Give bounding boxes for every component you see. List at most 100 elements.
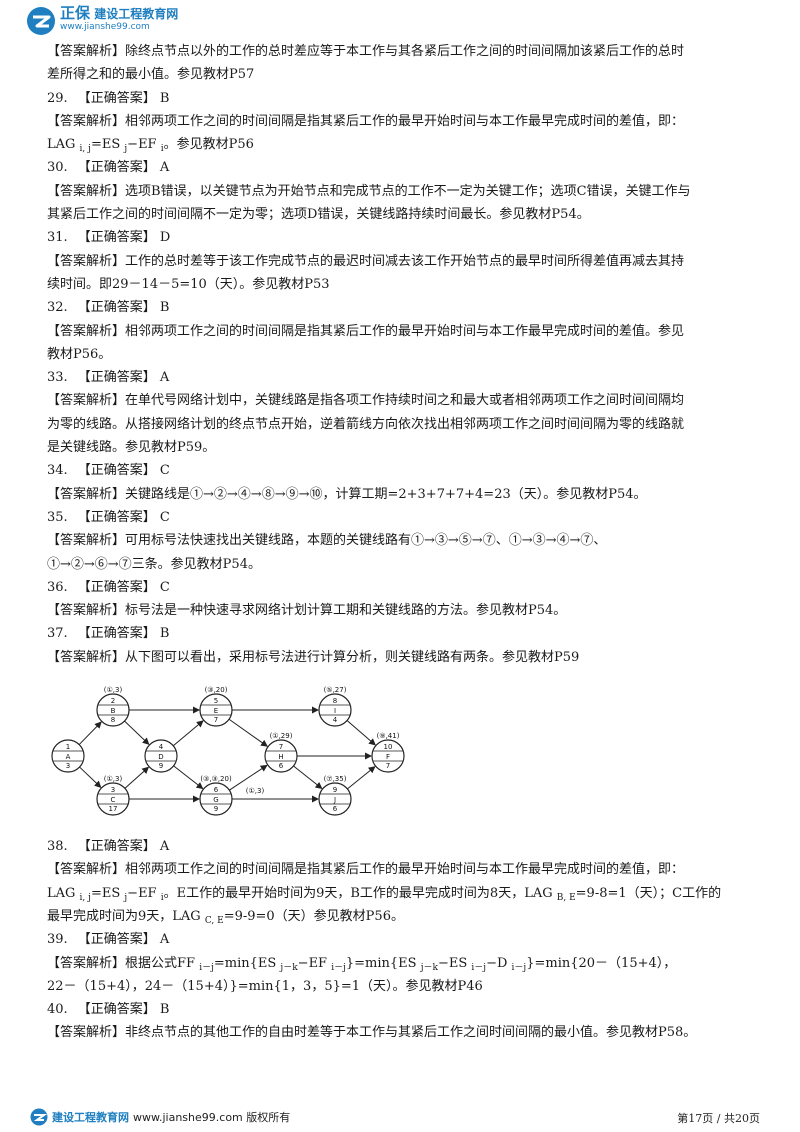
diagram-arrow <box>293 765 323 790</box>
answer-line-31: 31.【正确答案】 D <box>47 230 171 246</box>
node-duration: 9 <box>159 762 163 770</box>
node-work: G <box>213 796 218 804</box>
node-label: (⑦,35) <box>324 775 347 783</box>
analysis-line: 【答案解析】相邻两项工作之间的时间间隔是指其紧后工作的最早开始时间与本工作最早完… <box>47 323 685 339</box>
diagram-arrow <box>79 766 102 788</box>
analysis-line: 【答案解析】在单代号网络计划中，关键线路是指各项工作持续时间之和最大或者相邻两项… <box>47 393 685 409</box>
node-label: (①,29) <box>270 732 293 740</box>
node-duration: 7 <box>386 762 390 770</box>
node-duration: 9 <box>214 805 218 813</box>
formula-line: LAG i, j=ES j−EF i。参见教材P56 <box>47 137 254 155</box>
node-work: F <box>386 753 390 761</box>
node-label: (⑤,27) <box>324 686 347 694</box>
node-work: H <box>278 753 283 761</box>
node-duration: 6 <box>279 762 284 770</box>
answer-line-29: 29.【正确答案】 B <box>47 90 170 106</box>
diagram-node: 7H6 (①,29) <box>264 732 298 773</box>
node-work: E <box>214 707 218 715</box>
analysis-line: 教材P56。 <box>47 346 112 362</box>
node-work: B <box>111 707 116 715</box>
diagram-node: 2B8 (①,3) <box>96 686 130 727</box>
formula-line: 最早完成时间为9天，LAG C, E=9-9=0（天）参见教材P56。 <box>47 908 404 926</box>
edge-label: (①,3) <box>246 787 265 795</box>
node-label: (③,20) <box>205 686 228 694</box>
page-footer: 建设工程教育网 www.jianshe99.com 版权所有 第17页 / 共2… <box>30 1106 770 1126</box>
diagram-arrow <box>347 766 376 790</box>
node-work: D <box>158 753 163 761</box>
diagram-node: 1A3 <box>51 739 85 773</box>
network-diagram: 1A32B8(①,3)3C17(①,3)4D95E7(③,20)6G9(③,③,… <box>51 686 405 816</box>
analysis-line: 【答案解析】可用标号法快速找出关键线路，本题的关键线路有①→③→⑤→⑦、①→③→… <box>47 533 607 549</box>
diagram-arrow <box>346 720 376 746</box>
formula-line: 【答案解析】根据公式FF i－j=min{ES j－k−EF i－j}=min{… <box>47 955 677 973</box>
node-duration: 4 <box>333 716 338 724</box>
node-duration: 17 <box>109 805 118 813</box>
brand-url: www.jianshe99.com <box>60 22 150 32</box>
node-work: I <box>334 707 336 715</box>
node-label: (⑨,41) <box>377 732 400 740</box>
diagram-node: 8I4 (⑤,27) <box>318 686 352 727</box>
node-label: (③,③,20) <box>200 775 232 783</box>
diagram-arrow <box>228 718 268 747</box>
node-number: 10 <box>384 743 393 751</box>
analysis-line: 续时间。即29－14－5=10（天）。参见教材P53 <box>47 276 330 292</box>
node-label: (①,3) <box>104 775 123 783</box>
answer-line-32: 32.【正确答案】 B <box>47 300 170 316</box>
diagram-node: 4D9 <box>144 739 178 773</box>
analysis-line: 为零的线路。从搭接网络计划的终点节点开始，逆着箭线方向依次找出相邻两项工作之间时… <box>47 416 685 432</box>
footer-brand: 建设工程教育网 <box>52 1111 129 1124</box>
analysis-line: 【答案解析】除终点节点以外的工作的总时差应等于本工作与其各紧后工作之间的时间间隔… <box>47 44 685 59</box>
node-number: 6 <box>214 786 219 794</box>
brand-name: 正保 <box>60 4 91 22</box>
diagram-arrow <box>229 764 268 791</box>
node-number: 2 <box>111 697 115 705</box>
answer-line-36: 36.【正确答案】 C <box>47 579 170 595</box>
diagram-node: 5E7 (③,20) <box>199 686 233 727</box>
analysis-line: 【答案解析】标号法是一种快速寻求网络计划计算工期和关键线路的方法。参见教材P54… <box>47 603 567 619</box>
answer-line-38: 38.【正确答案】 A <box>47 839 170 855</box>
analysis-line: 是关键线路。参见教材P59。 <box>47 440 216 456</box>
answer-line-37: 37.【正确答案】 B <box>47 626 170 642</box>
formula-line: LAG i, j=ES j−EF i。E工作的最早开始时间为9天，B工作的最早完… <box>47 885 722 903</box>
diagram-node: 9J6(⑦,35) <box>318 775 352 816</box>
node-number: 5 <box>214 697 218 705</box>
analysis-line: 【答案解析】从下图可以看出，采用标号法进行计算分析，则关键线路有两条。参见教材P… <box>47 649 580 665</box>
node-number: 3 <box>111 786 115 794</box>
answer-line-34: 34.【正确答案】 C <box>47 463 170 479</box>
node-work: C <box>111 796 116 804</box>
node-duration: 3 <box>66 762 70 770</box>
diagram-arrow <box>124 720 150 745</box>
node-label: (①,3) <box>104 686 123 694</box>
node-number: 1 <box>66 743 70 751</box>
analysis-line: ①→②→⑥→⑦三条。参见教材P54。 <box>47 556 261 572</box>
node-duration: 8 <box>111 716 115 724</box>
diagram-arrow <box>78 721 102 745</box>
brand-sub: 建设工程教育网 <box>94 7 179 21</box>
logo-icon <box>27 7 55 35</box>
answer-line-33: 33.【正确答案】 A <box>47 370 170 386</box>
node-work: J <box>333 796 336 804</box>
footer-url: www.jianshe99.com 版权所有 <box>133 1111 291 1124</box>
analysis-line: 差所得之和的最小值。参见教材P57 <box>47 67 255 83</box>
analysis-line: 【答案解析】非终点节点的其他工作的自由时差等于本工作与其紧后工作之间时间间隔的最… <box>47 1025 697 1041</box>
node-number: 7 <box>279 743 283 751</box>
analysis-line: 其紧后工作之间的时间间隔不一定为零；选项D错误，关键线路持续时间最长。参见教材P… <box>47 207 590 223</box>
answer-content: 【答案解析】除终点节点以外的工作的总时差应等于本工作与其各紧后工作之间的时间间隔… <box>47 40 760 1045</box>
node-number: 8 <box>333 697 337 705</box>
diagram-arrow <box>173 765 204 790</box>
diagram-node: 6G9 (③,③,20) <box>199 775 233 816</box>
diagram-arrow <box>172 720 204 747</box>
answer-line-30: 30.【正确答案】 A <box>47 160 170 176</box>
node-duration: 6 <box>333 805 338 813</box>
analysis-line: 【答案解析】工作的总时差等于该工作完成节点的最迟时间减去该工作开始节点的最早时间… <box>47 253 685 269</box>
node-duration: 7 <box>214 716 218 724</box>
node-work: A <box>66 753 71 761</box>
diagram-arrow <box>124 766 150 789</box>
answer-line-39: 39.【正确答案】 A <box>47 932 170 948</box>
footer-logo-icon <box>30 1108 48 1126</box>
analysis-line: 【答案解析】相邻两项工作之间的时间间隔是指其紧后工作的最早开始时间与本工作最早完… <box>47 113 685 129</box>
answer-line-35: 35.【正确答案】 C <box>47 509 170 525</box>
analysis-line: 【答案解析】关键路线是①→②→④→⑧→⑨→⑩，计算工期=2+3+7+7+4=23… <box>47 486 647 502</box>
